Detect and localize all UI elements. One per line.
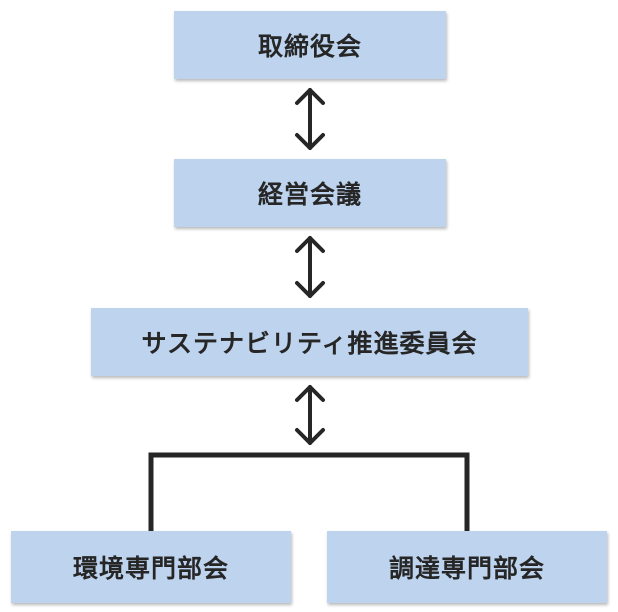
management-meeting-box: 経営会議 [174,159,446,227]
double-arrow-board-management [295,88,325,150]
double-arrow-management-committee [295,236,325,298]
procurement-subcommittee-label: 調達専門部会 [388,554,545,583]
subcommittee-bracket [148,452,470,531]
sustainability-committee-label: サステナビリティ推進委員会 [141,329,478,358]
double-arrow-committee-subcommittees [295,385,325,445]
board-label: 取締役会 [257,32,362,61]
board-box: 取締役会 [174,11,446,79]
environment-subcommittee-label: 環境専門部会 [72,554,229,583]
management-meeting-label: 経営会議 [257,180,362,209]
sustainability-committee-box: サステナビリティ推進委員会 [91,308,528,376]
procurement-subcommittee-box: 調達専門部会 [327,531,607,603]
environment-subcommittee-box: 環境専門部会 [11,531,291,603]
